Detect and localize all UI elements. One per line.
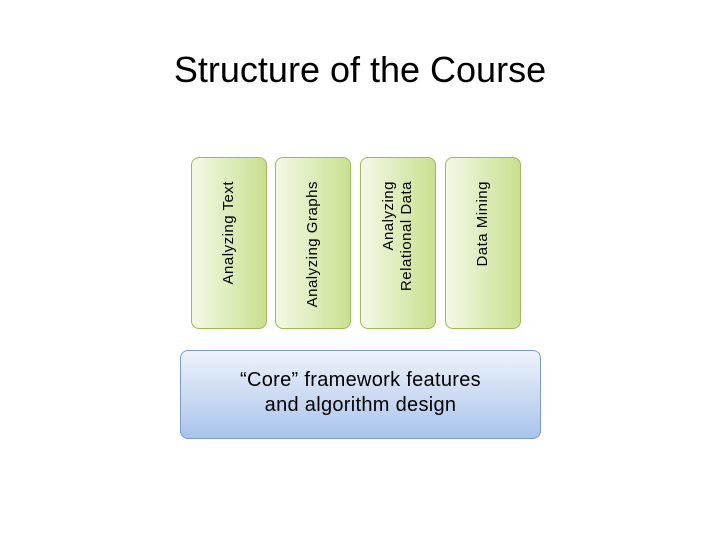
pillar-analyzing-relational-data: Analyzing Relational Data: [360, 157, 436, 329]
pillar-analyzing-graphs: Analyzing Graphs: [275, 157, 351, 329]
pillar-data-mining: Data Mining: [445, 157, 521, 329]
core-framework-box: “Core” framework features and algorithm …: [180, 350, 541, 439]
pillar-label: Data Mining: [474, 181, 491, 267]
slide-title: Structure of the Course: [173, 49, 547, 90]
pillar-label: Analyzing Text: [220, 181, 237, 285]
core-framework-label: “Core” framework features and algorithm …: [240, 368, 481, 416]
pillar-label: Analyzing Relational Data: [380, 181, 415, 292]
pillar-label: Analyzing Graphs: [304, 181, 321, 308]
pillar-analyzing-text: Analyzing Text: [191, 157, 267, 329]
